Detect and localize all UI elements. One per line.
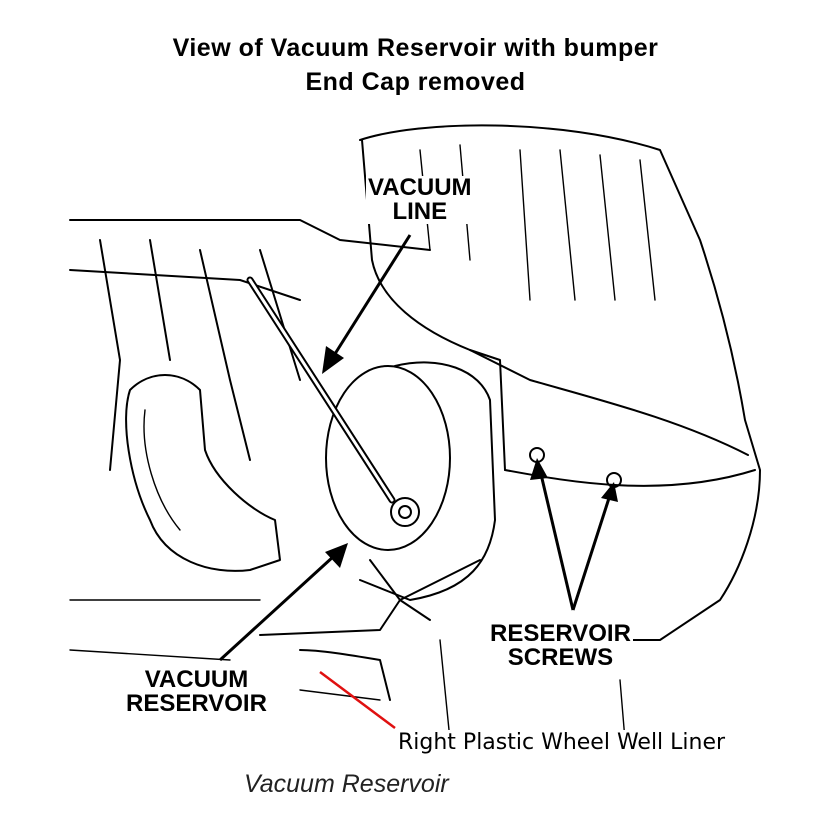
vacuum-reservoir-label-line-1: VACUUM bbox=[144, 666, 249, 693]
vacuum-reservoir-body bbox=[325, 365, 451, 551]
wheel-well-liner-pointer bbox=[319, 670, 396, 730]
vacuum-line-label-line-2: LINE bbox=[392, 198, 448, 225]
wheel-well-liner-label: Right Plastic Wheel Well Liner bbox=[398, 730, 726, 755]
vacuum-line-label: VACUUM LINE bbox=[366, 176, 474, 224]
vacuum-line-arrow bbox=[331, 234, 412, 358]
figure-caption: Vacuum Reservoir bbox=[244, 770, 449, 798]
mounting-bracket bbox=[259, 559, 481, 636]
reservoir-port bbox=[390, 497, 420, 527]
screw-arrow-1 bbox=[538, 469, 575, 611]
fender-outline bbox=[359, 124, 761, 641]
reservoir-screws-label-line-2: SCREWS bbox=[507, 644, 614, 671]
vacuum-reservoir-arrow bbox=[218, 554, 336, 662]
screw-arrow-2 bbox=[571, 494, 612, 611]
diagram-title-line-1: View of Vacuum Reservoir with bumper bbox=[172, 34, 659, 62]
reservoir-screws-label: RESERVOIR SCREWS bbox=[488, 622, 633, 670]
vacuum-reservoir-label: VACUUM RESERVOIR bbox=[124, 668, 269, 716]
vacuum-line-label-line-1: VACUUM bbox=[368, 174, 472, 201]
frame-rail bbox=[69, 219, 431, 251]
horn-bracket bbox=[125, 374, 281, 572]
vacuum-reservoir-label-line-2: RESERVOIR bbox=[126, 690, 267, 717]
reservoir-screws-label-line-1: RESERVOIR bbox=[490, 620, 631, 647]
diagram-title-line-2: End Cap removed bbox=[305, 68, 526, 96]
